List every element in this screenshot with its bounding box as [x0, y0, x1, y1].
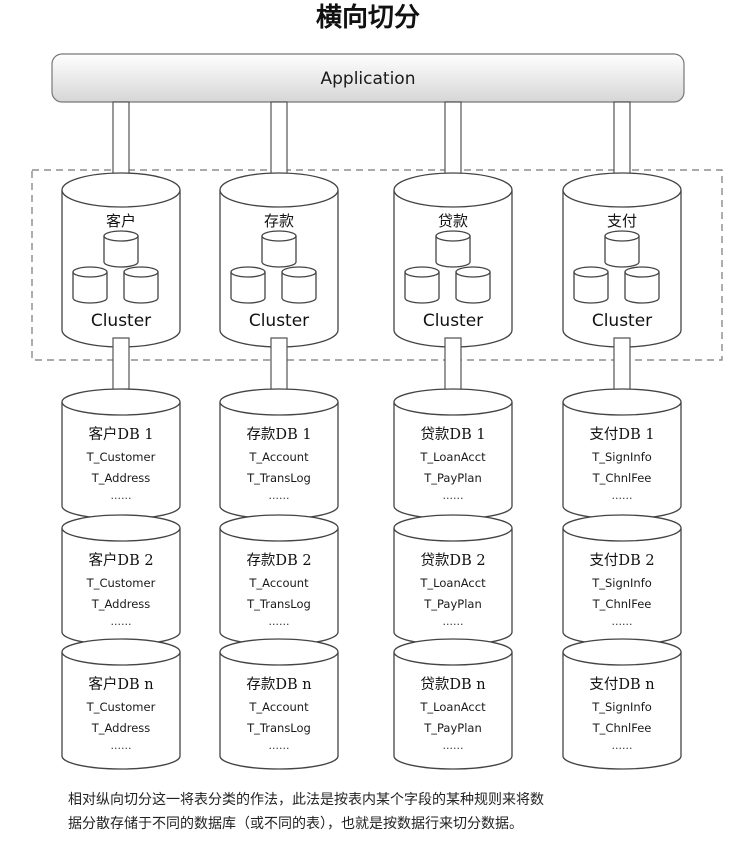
- application-label: Application: [321, 69, 416, 89]
- db-name: 支付DB 2: [589, 552, 654, 569]
- node-icon: [573, 266, 609, 304]
- database-cylinder: 客户DB 2 T_CustomerT_Address......: [61, 514, 181, 646]
- db-name: 贷款DB 2: [420, 552, 485, 569]
- node-icon: [604, 230, 640, 268]
- db-table: T_TransLog: [246, 597, 311, 611]
- database-cylinder: 客户DB 1 T_CustomerT_Address......: [61, 388, 181, 520]
- cluster-cylinder: 客户 Cluster: [61, 172, 181, 348]
- db-table: T_SignInfo: [591, 450, 652, 464]
- cluster-cylinder: 贷款 Cluster: [393, 172, 513, 348]
- database-cylinder: 客户DB n T_CustomerT_Address......: [61, 638, 181, 770]
- db-table: T_Customer: [86, 576, 156, 590]
- db-name: 贷款DB 1: [420, 426, 485, 443]
- cluster-label: Cluster: [91, 311, 151, 331]
- db-table: T_PayPlan: [423, 471, 482, 485]
- db-name: 支付DB n: [589, 676, 654, 693]
- db-name: 存款DB 2: [246, 552, 311, 569]
- db-name: 客户DB n: [88, 676, 153, 693]
- node-icon: [230, 266, 266, 304]
- db-more: ......: [111, 615, 132, 628]
- application-box: Application: [51, 53, 685, 103]
- caption: 相对纵向切分这一将表分类的作法，此法是按表内某个字段的某种规则来将数 据分散存储…: [68, 791, 544, 832]
- cluster-name: 贷款: [438, 212, 468, 230]
- database-cylinder: 贷款DB 2 T_LoanAcctT_PayPlan......: [393, 514, 513, 646]
- database-cylinder: 存款DB 2 T_AccountT_TransLog......: [219, 514, 339, 646]
- db-more: ......: [111, 489, 132, 502]
- database-cylinder: 存款DB n T_AccountT_TransLog......: [219, 638, 339, 770]
- node-icon: [435, 230, 471, 268]
- node-icon: [103, 230, 139, 268]
- db-name: 客户DB 2: [88, 552, 153, 569]
- database-cylinder: 贷款DB 1 T_LoanAcctT_PayPlan......: [393, 388, 513, 520]
- db-more: ......: [443, 615, 464, 628]
- db-table: T_LoanAcct: [419, 450, 486, 464]
- cluster-label: Cluster: [249, 311, 309, 331]
- node-icon: [261, 230, 297, 268]
- cluster-name: 支付: [607, 212, 637, 230]
- db-more: ......: [612, 739, 633, 752]
- db-table: T_Account: [248, 700, 309, 714]
- db-more: ......: [443, 489, 464, 502]
- db-name: 存款DB 1: [246, 426, 311, 443]
- db-table: T_Customer: [86, 450, 156, 464]
- caption-line-1: 相对纵向切分这一将表分类的作法，此法是按表内某个字段的某种规则来将数: [68, 791, 544, 808]
- db-table: T_PayPlan: [423, 597, 482, 611]
- db-table: T_TransLog: [246, 471, 311, 485]
- db-table: T_ChnlFee: [592, 721, 652, 735]
- database-cylinder: 贷款DB n T_LoanAcctT_PayPlan......: [393, 638, 513, 770]
- db-more: ......: [269, 489, 290, 502]
- node-icon: [72, 266, 108, 304]
- db-name: 客户DB 1: [88, 426, 153, 443]
- database-cylinder: 支付DB 2 T_SignInfoT_ChnlFee......: [562, 514, 682, 646]
- db-table: T_Address: [91, 721, 151, 735]
- database-cylinder: 支付DB 1 T_SignInfoT_ChnlFee......: [562, 388, 682, 520]
- node-icon: [455, 266, 491, 304]
- db-table: T_SignInfo: [591, 576, 652, 590]
- db-table: T_SignInfo: [591, 700, 652, 714]
- diagram-title: 横向切分: [316, 2, 420, 33]
- db-table: T_Account: [248, 576, 309, 590]
- cluster-name: 客户: [106, 212, 136, 230]
- database-cylinder: 支付DB n T_SignInfoT_ChnlFee......: [562, 638, 682, 770]
- db-name: 支付DB 1: [589, 426, 654, 443]
- node-icon: [123, 266, 159, 304]
- node-icon: [624, 266, 660, 304]
- cluster-name: 存款: [264, 212, 294, 230]
- db-table: T_Address: [91, 471, 151, 485]
- db-more: ......: [269, 615, 290, 628]
- db-table: T_LoanAcct: [419, 700, 486, 714]
- db-more: ......: [612, 615, 633, 628]
- cluster-cylinder: 存款 Cluster: [219, 172, 339, 348]
- db-more: ......: [612, 489, 633, 502]
- db-more: ......: [111, 739, 132, 752]
- db-more: ......: [443, 739, 464, 752]
- db-table: T_Address: [91, 597, 151, 611]
- db-table: T_Customer: [86, 700, 156, 714]
- db-name: 存款DB n: [246, 676, 311, 693]
- db-table: T_LoanAcct: [419, 576, 486, 590]
- db-table: T_ChnlFee: [592, 597, 652, 611]
- db-table: T_Account: [248, 450, 309, 464]
- db-more: ......: [269, 739, 290, 752]
- db-name: 贷款DB n: [420, 676, 485, 693]
- cluster-group-border: [31, 169, 723, 361]
- db-table: T_TransLog: [246, 721, 311, 735]
- caption-line-2: 据分散存储于不同的数据库（或不同的表），也就是按数据行来切分数据。: [68, 816, 523, 832]
- cluster-cylinder: 支付 Cluster: [562, 172, 682, 348]
- cluster-label: Cluster: [423, 311, 483, 331]
- cluster-label: Cluster: [592, 311, 652, 331]
- db-table: T_PayPlan: [423, 721, 482, 735]
- node-icon: [404, 266, 440, 304]
- database-cylinder: 存款DB 1 T_AccountT_TransLog......: [219, 388, 339, 520]
- node-icon: [281, 266, 317, 304]
- db-table: T_ChnlFee: [592, 471, 652, 485]
